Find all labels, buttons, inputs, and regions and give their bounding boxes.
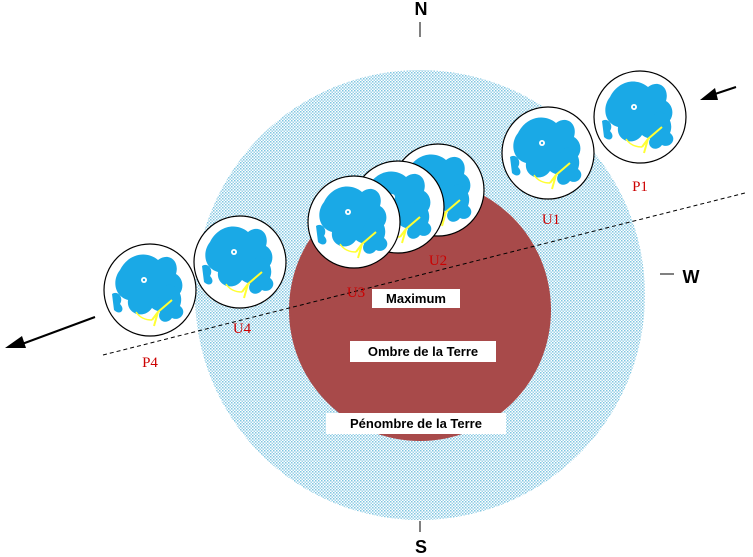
- maximum-label-box: [372, 289, 460, 308]
- phase-label-p4: P4: [142, 355, 158, 371]
- umbra-label: Ombre de la Terre: [368, 344, 478, 359]
- incoming-arrow-icon: [700, 86, 737, 100]
- north-label: N: [415, 0, 428, 19]
- moon-u1: [501, 106, 595, 200]
- south-label: S: [415, 537, 427, 557]
- maximum-label: Maximum: [386, 291, 446, 306]
- penumbra-label: Pénombre de la Terre: [350, 416, 482, 431]
- outgoing-arrow-icon: [5, 316, 96, 348]
- phase-label-p1: P1: [632, 179, 648, 195]
- west-label: W: [683, 267, 700, 287]
- phase-label-u2: U2: [429, 253, 447, 269]
- moon-u4: [193, 215, 287, 309]
- moon-u3: [307, 175, 401, 269]
- phase-label-u4: U4: [233, 321, 252, 337]
- moon-p4: [103, 243, 197, 337]
- penumbra-label-box: [326, 413, 506, 434]
- phase-label-u3: U3: [347, 285, 365, 301]
- umbra-label-box: [350, 341, 496, 362]
- phase-label-u1: U1: [542, 212, 560, 228]
- moon-p1: [593, 70, 687, 164]
- moon-path-line: [102, 192, 746, 356]
